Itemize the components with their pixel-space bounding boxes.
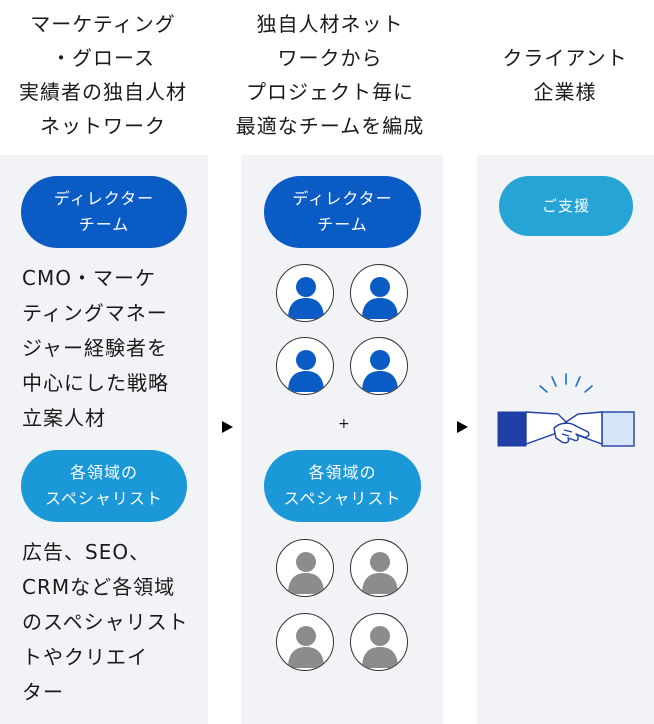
person-icon xyxy=(350,539,408,597)
header-line: ネットワーク xyxy=(40,114,166,138)
director-description: CMO・マーケ ティングマネー ジャー経験者を 中心にした戦略 立案人材 xyxy=(22,266,169,430)
column-header-team: 独自人材ネット ワークから プロジェクト毎に 最適なチームを編成 xyxy=(226,0,434,150)
director-team-pill: ディレクター チーム xyxy=(264,176,421,248)
header-line: 独自人材ネット xyxy=(256,12,404,36)
person-icon xyxy=(276,539,334,597)
panel-network xyxy=(0,155,208,724)
header-line: プロジェクト毎に xyxy=(246,80,414,104)
arrow-right-icon xyxy=(457,421,468,433)
header-line: マーケティング xyxy=(30,12,176,36)
person-icon xyxy=(350,264,408,322)
specialist-description: 広告、SEO、 CRMなど各領域 のスペシャリスト トやクリエイ ター xyxy=(22,540,189,704)
support-pill: ご支援 xyxy=(499,176,633,236)
person-icon xyxy=(350,613,408,671)
header-line: ・グロース xyxy=(51,46,155,70)
person-icon xyxy=(350,337,408,395)
person-icon xyxy=(276,613,334,671)
panel-team xyxy=(241,155,443,724)
specialist-pill: 各領域の スペシャリスト xyxy=(264,450,421,522)
person-icon xyxy=(276,337,334,395)
person-icon xyxy=(276,264,334,322)
handshake-icon xyxy=(497,373,635,447)
specialist-pill: 各領域の スペシャリスト xyxy=(21,450,187,522)
arrow-right-icon xyxy=(222,421,233,433)
header-line: ワークから xyxy=(277,46,383,70)
header-line: クライアント xyxy=(502,46,628,70)
director-team-pill: ディレクター チーム xyxy=(21,176,187,248)
header-line: 企業様 xyxy=(533,80,597,104)
column-header-network: マーケティング ・グロース 実績者の独自人材 ネットワーク xyxy=(0,0,206,150)
header-line: 最適なチームを編成 xyxy=(235,114,425,138)
plus-sign: + xyxy=(338,416,350,432)
header-line: 実績者の独自人材 xyxy=(19,80,187,104)
column-header-client: クライアント 企業様 xyxy=(476,0,654,150)
